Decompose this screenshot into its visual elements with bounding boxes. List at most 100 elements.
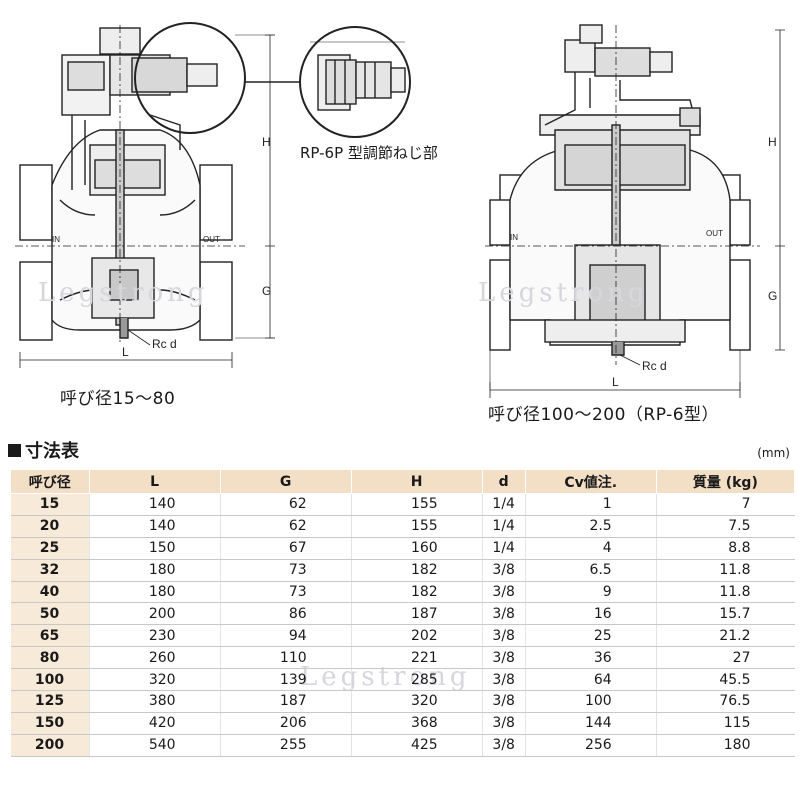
left-in-label: IN [52, 235, 60, 244]
right-l-label: L [612, 375, 619, 389]
height-g-cell: 67 [219, 537, 352, 560]
cv-value-cell: 100 [524, 690, 657, 713]
nominal-size-cell: 80 [10, 646, 90, 670]
col-header: L [88, 469, 221, 494]
thread-d-cell: 3/8 [481, 646, 526, 670]
watermark-left: Legstrong [38, 278, 209, 308]
square-bullet-icon [8, 443, 21, 457]
length-l-cell: 180 [88, 559, 221, 582]
right-h-label: H [768, 135, 777, 149]
thread-d-cell: 1/4 [481, 537, 526, 560]
height-g-cell: 110 [219, 646, 352, 670]
length-l-cell: 420 [88, 712, 221, 735]
height-h-cell: 202 [350, 624, 483, 648]
nominal-size-cell: 200 [10, 734, 90, 757]
left-caption: 呼び径15～80 [60, 389, 176, 409]
length-l-cell: 320 [88, 668, 221, 692]
watermark-right: Legstrong [478, 278, 649, 308]
nominal-size-cell: 65 [10, 624, 90, 648]
length-l-cell: 150 [88, 537, 221, 560]
mass-cell: 11.8 [655, 559, 795, 582]
height-g-cell: 255 [219, 734, 352, 757]
length-l-cell: 230 [88, 624, 221, 648]
col-header: G [219, 469, 352, 494]
height-h-cell: 182 [350, 581, 483, 604]
left-rc-label: Rc d [152, 337, 177, 351]
col-header: Cv値注. [524, 469, 657, 494]
col-header: d [481, 469, 526, 494]
height-g-cell: 73 [219, 559, 352, 582]
mass-cell: 180 [655, 734, 795, 757]
cv-value-cell: 36 [524, 646, 657, 670]
length-l-cell: 180 [88, 581, 221, 604]
cv-value-cell: 1 [524, 493, 657, 516]
nominal-size-cell: 150 [10, 712, 90, 735]
cv-value-cell: 16 [524, 602, 657, 626]
height-g-cell: 94 [219, 624, 352, 648]
mass-cell: 21.2 [655, 624, 795, 648]
nominal-size-cell: 32 [10, 559, 90, 582]
height-g-cell: 206 [219, 712, 352, 735]
right-rc-label: Rc d [642, 359, 667, 373]
thread-d-cell: 1/4 [481, 493, 526, 516]
mass-cell: 7.5 [655, 515, 795, 538]
right-out-label: OUT [706, 229, 723, 238]
cv-value-cell: 144 [524, 712, 657, 735]
right-in-label: IN [510, 233, 518, 242]
height-g-cell: 187 [219, 690, 352, 713]
length-l-cell: 260 [88, 646, 221, 670]
length-l-cell: 140 [88, 493, 221, 516]
cv-value-cell: 256 [524, 734, 657, 757]
mass-cell: 45.5 [655, 668, 795, 692]
nominal-size-cell: 40 [10, 581, 90, 604]
cv-value-cell: 4 [524, 537, 657, 560]
left-out-label: OUT [203, 235, 220, 244]
cv-value-cell: 64 [524, 668, 657, 692]
nominal-size-cell: 20 [10, 515, 90, 538]
col-header: 質量 (kg) [655, 469, 796, 494]
thread-d-cell: 3/8 [481, 734, 526, 757]
height-g-cell: 73 [219, 581, 352, 604]
section-title: 寸法表 [8, 437, 79, 463]
height-g-cell: 86 [219, 602, 352, 626]
thread-d-cell: 3/8 [481, 559, 526, 582]
right-g-label: G [768, 289, 777, 303]
height-h-cell: 187 [350, 602, 483, 626]
adjustment-screw-detail [299, 26, 411, 138]
thread-d-cell: 3/8 [481, 668, 526, 692]
unit-label: (mm) [757, 446, 790, 460]
right-caption: 呼び径100～200（RP-6型） [488, 405, 720, 425]
thread-d-cell: 3/8 [481, 602, 526, 626]
left-h-label: H [262, 135, 271, 149]
thread-d-cell: 3/8 [481, 624, 526, 648]
length-l-cell: 540 [88, 734, 221, 757]
thread-d-cell: 1/4 [481, 515, 526, 538]
mass-cell: 115 [655, 712, 795, 735]
left-l-label: L [122, 345, 129, 359]
mass-cell: 27 [655, 646, 795, 670]
length-l-cell: 380 [88, 690, 221, 713]
thread-d-cell: 3/8 [481, 690, 526, 713]
height-h-cell: 182 [350, 559, 483, 582]
mass-cell: 11.8 [655, 581, 795, 604]
col-header: 呼び径 [10, 469, 90, 494]
left-g-label: G [262, 284, 271, 298]
height-h-cell: 155 [350, 493, 483, 516]
nominal-size-cell: 15 [10, 493, 90, 516]
height-g-cell: 62 [219, 515, 352, 538]
height-h-cell: 368 [350, 712, 483, 735]
nominal-size-cell: 125 [10, 690, 90, 713]
section-title-text: 寸法表 [25, 441, 79, 462]
mass-cell: 7 [655, 493, 795, 516]
mass-cell: 76.5 [655, 690, 795, 713]
height-g-cell: 62 [219, 493, 352, 516]
cv-value-cell: 25 [524, 624, 657, 648]
